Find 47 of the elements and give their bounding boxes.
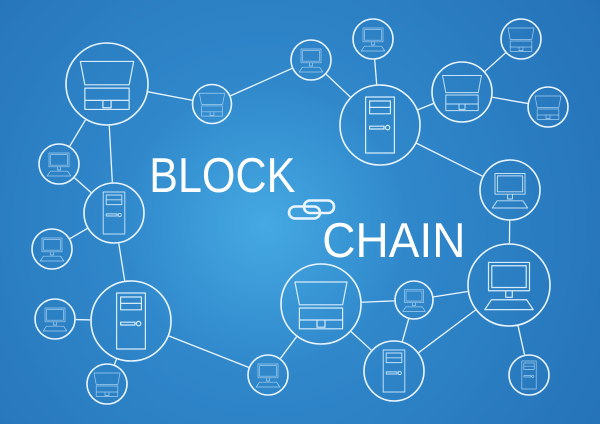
node-circle [192, 84, 232, 124]
connector-line [374, 60, 378, 84]
node-circle [467, 243, 551, 327]
node-circle [290, 39, 332, 81]
node-circle [90, 280, 172, 362]
connector-line [280, 336, 298, 359]
node-circle [280, 263, 362, 345]
node-circle [31, 228, 73, 270]
node-circle [339, 84, 421, 166]
node-circle [500, 18, 542, 60]
connector-line [326, 74, 351, 98]
connector-line [69, 120, 86, 146]
connector-line [70, 228, 88, 240]
connector-line [418, 102, 434, 110]
connector-line [76, 318, 90, 321]
node-circle [363, 340, 425, 402]
connector-line [168, 335, 249, 368]
connector-line [108, 126, 113, 182]
connector-line [362, 300, 394, 303]
connector-line [517, 326, 526, 355]
node-circle [65, 42, 149, 126]
node-circle [86, 363, 128, 405]
connector-line [508, 220, 510, 244]
connector-line [484, 52, 506, 72]
connector-line [402, 318, 410, 342]
headline-text: BLOCK [152, 158, 295, 192]
node-circle [479, 159, 541, 221]
connector-line [492, 96, 528, 104]
connector-line [230, 68, 292, 96]
node-circle [352, 18, 394, 60]
node-circle [34, 298, 76, 340]
connector-line [74, 177, 92, 193]
node-circle [247, 354, 289, 396]
node-circle [38, 143, 80, 185]
connector-line [114, 358, 118, 365]
connector-line [118, 243, 126, 281]
node-circle [83, 182, 145, 244]
connector-line [350, 331, 372, 351]
node-circle [394, 280, 434, 320]
node-circle [508, 354, 550, 396]
node-circle [431, 61, 493, 123]
connector-line [148, 91, 192, 101]
connector-line [418, 310, 476, 354]
connector-line [416, 142, 483, 177]
headline-text: CHAIN [324, 222, 462, 258]
connector-line [433, 290, 468, 298]
node-circle [527, 86, 569, 128]
